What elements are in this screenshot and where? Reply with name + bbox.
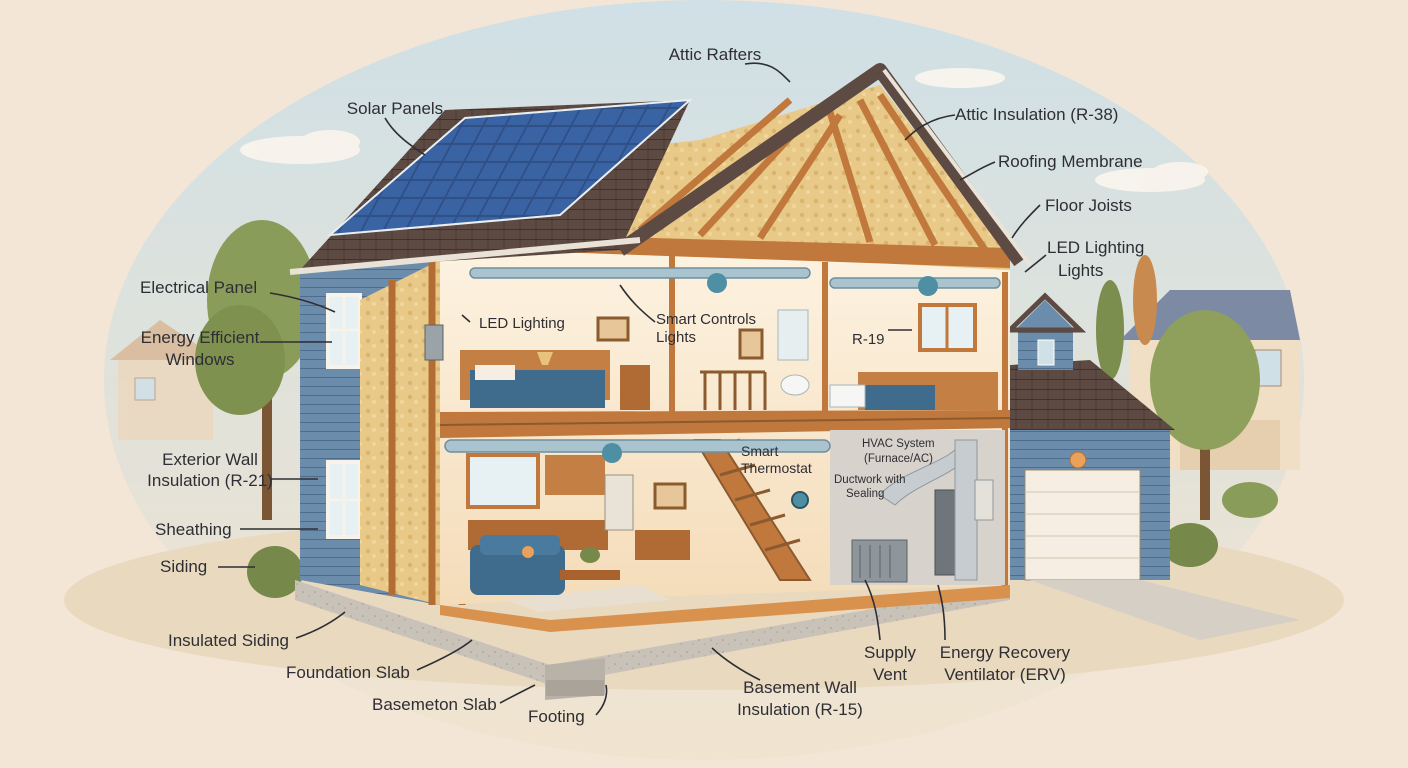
label-exterior-wall: Exterior Wall (162, 450, 258, 469)
label-led-lighting-exterior: LED Lighting (1047, 238, 1145, 257)
label-hvac-system-1: HVAC System (862, 438, 935, 450)
label-ventilator-erv: Ventilator (ERV) (944, 665, 1066, 684)
roof-fascia (882, 68, 1032, 267)
label-solar-panels: Solar Panels (346, 99, 444, 118)
label-foundation-slab: Foundation Slab (286, 663, 410, 682)
living-room (470, 535, 670, 612)
ductwork (444, 267, 1001, 453)
label-basement-slab: Basemeton Slab (372, 695, 497, 714)
label-smart-thermostat-1: Smart (741, 443, 779, 459)
shrubs (247, 482, 1278, 598)
ground-floor-deck (440, 585, 1010, 632)
label-sheathing: Sheathing (155, 520, 232, 539)
wall-insulation (360, 260, 440, 605)
solar-panel-array (327, 98, 693, 237)
label-floor-joists: Floor Joists (1045, 196, 1132, 215)
label-basement-wall-insulation: Insulation (R-15) (737, 700, 863, 719)
driveway (1030, 580, 1300, 640)
label-supply: Supply (864, 643, 916, 662)
label-attic-insulation: Attic Insulation (R-38) (955, 105, 1119, 124)
mechanical-room (830, 430, 1005, 585)
label-led-lighting-interior: LED Lighting (479, 315, 565, 332)
label-siding: Siding (160, 557, 208, 576)
gutter (289, 237, 641, 275)
label-exterior-wall-insulation: Insulation (R-21) (147, 471, 273, 490)
label-led-lighting-lights: Lights (1058, 261, 1104, 280)
label-smart-thermostat-2: Thermostat (741, 460, 812, 476)
label-electrical-panel: Electrical Panel (140, 278, 258, 297)
label-energy-efficient: Energy Efficient (140, 328, 260, 347)
bathroom (738, 309, 810, 396)
label-r19: R-19 (852, 331, 885, 348)
leader-lines (218, 62, 1047, 716)
tree-right (1096, 255, 1260, 520)
roof-ridge (616, 63, 1026, 267)
label-energy-recovery: Energy Recovery (939, 643, 1071, 662)
label-roofing-membrane: Roofing Membrane (998, 152, 1143, 171)
tree-left (195, 220, 317, 520)
second-floor-deck (440, 410, 1010, 438)
label-vent: Vent (872, 665, 908, 684)
label-footing: Footing (528, 707, 585, 726)
label-insulated-siding: Insulated Siding (168, 631, 289, 650)
foundation (295, 580, 1010, 700)
label-smart-controls-lights: Lights (656, 329, 697, 346)
label-ductwork-1: Ductwork with (834, 474, 906, 486)
label-hvac-system-2: (Furnace/AC) (864, 453, 934, 465)
garage (1003, 292, 1175, 581)
label-smart-controls: Smart Controls (656, 311, 757, 328)
label-ductwork-2: Sealing (846, 488, 885, 500)
bedroom-left (460, 316, 650, 410)
bedroom-right (829, 303, 998, 410)
label-windows: Windows (165, 350, 235, 369)
electrical-panel-box (424, 324, 444, 361)
label-basement-wall: Basement Wall (743, 678, 857, 697)
label-attic-rafters: Attic Rafters (668, 45, 762, 64)
stair-railing-upper (700, 370, 767, 410)
clouds (240, 68, 1208, 192)
smart-device-icons (602, 273, 938, 509)
